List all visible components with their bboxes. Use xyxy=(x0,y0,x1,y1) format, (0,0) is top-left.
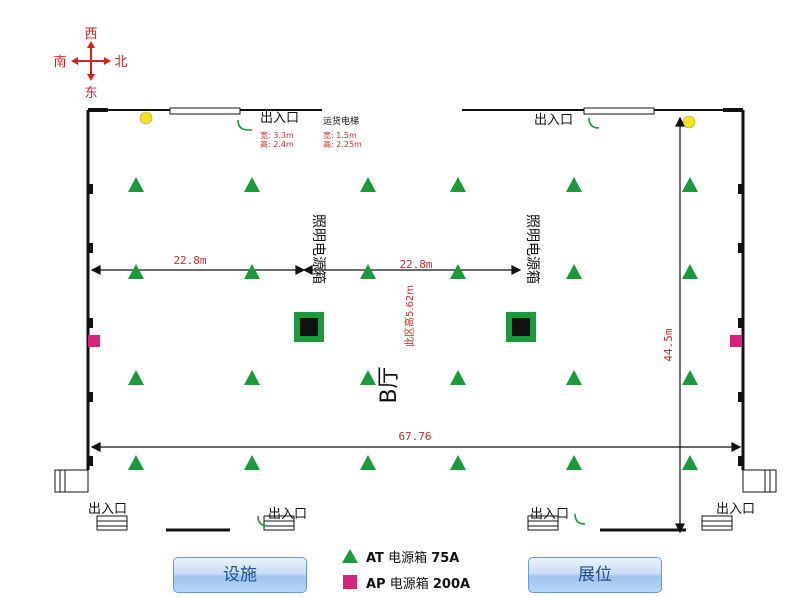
at-markers xyxy=(128,177,698,470)
at-marker xyxy=(566,264,582,279)
elevator-height-text: 高: 2.25m xyxy=(323,139,362,149)
at-marker xyxy=(360,177,376,192)
dimension-total-width: 67.76 xyxy=(398,430,431,443)
wall-columns xyxy=(88,108,743,466)
at-marker xyxy=(244,264,260,279)
at-marker xyxy=(566,370,582,385)
at-marker xyxy=(128,264,144,279)
entrance-label-top-left: 出入口 xyxy=(260,111,299,126)
ap-marker xyxy=(730,335,742,347)
compass: 西 南 北 东 xyxy=(53,27,127,101)
legend-ap-label: AP 电源箱 200A xyxy=(366,573,470,592)
at-marker xyxy=(128,370,144,385)
at-marker xyxy=(566,177,582,192)
entrance-label-top-right: 出入口 xyxy=(534,113,573,128)
door-icon xyxy=(237,117,600,527)
at-marker xyxy=(244,455,260,470)
compass-west: 西 xyxy=(84,27,97,42)
lighting-power-box xyxy=(506,312,536,342)
at-marker xyxy=(360,370,376,385)
entrance-label-bottom-3: 出入口 xyxy=(530,507,569,522)
elevator-width-text: 宽: 1.5m xyxy=(323,130,357,140)
ceiling-height-note: 此区高5.62m xyxy=(403,285,416,347)
lighting-box-label-left: 照明电源箱 xyxy=(310,214,326,284)
legend-at-label: AT 电源箱 75A xyxy=(366,547,459,566)
compass-south: 南 xyxy=(53,54,66,70)
compass-east: 东 xyxy=(84,86,97,101)
dimension-left-span: 22.8m xyxy=(173,254,206,267)
legend-at: AT 电源箱 75A xyxy=(342,545,459,567)
at-marker xyxy=(682,264,698,279)
at-marker xyxy=(450,455,466,470)
door-specs: 宽: 3.3m 高: 2.4m 运货电梯 宽: 1.5m 高: 2.25m xyxy=(260,115,362,149)
compass-north: 北 xyxy=(114,55,127,70)
entrance-label-bottom-1: 出入口 xyxy=(88,502,127,517)
at-marker xyxy=(682,370,698,385)
at-marker xyxy=(244,177,260,192)
lighting-box-label-right: 照明电源箱 xyxy=(524,214,540,284)
at-marker xyxy=(244,370,260,385)
hall-walls xyxy=(54,107,777,532)
at-marker xyxy=(682,455,698,470)
legend-at-name: 电源箱 xyxy=(388,550,428,566)
hall-label: B厅 xyxy=(377,366,402,403)
entrance-label-bottom-4: 出入口 xyxy=(716,502,755,517)
facilities-button[interactable]: 设施 xyxy=(173,557,307,593)
light-marker xyxy=(682,115,696,129)
entrance-label-bottom-2: 出入口 xyxy=(268,507,307,522)
entrance-height-text: 高: 2.4m xyxy=(260,139,294,149)
dimension-total-depth: 44.5m xyxy=(662,328,675,361)
lighting-power-box xyxy=(294,312,324,342)
at-marker xyxy=(450,264,466,279)
ap-legend-icon xyxy=(343,575,357,589)
at-marker xyxy=(360,455,376,470)
at-legend-icon xyxy=(342,549,358,563)
at-marker xyxy=(450,177,466,192)
at-marker xyxy=(566,455,582,470)
at-marker xyxy=(128,177,144,192)
legend-at-code: AT xyxy=(366,550,384,566)
booths-button[interactable]: 展位 xyxy=(528,557,662,593)
legend-ap-rating: 200A xyxy=(432,576,471,592)
dimension-middle-span: 22.8m xyxy=(399,258,432,271)
at-marker xyxy=(360,264,376,279)
legend-ap: AP 电源箱 200A xyxy=(342,571,470,593)
light-marker xyxy=(139,111,153,125)
at-marker xyxy=(682,177,698,192)
at-marker xyxy=(450,370,466,385)
entrance-width-text: 宽: 3.3m xyxy=(260,130,294,140)
dimension-lines xyxy=(90,116,742,534)
elevator-title-text: 运货电梯 xyxy=(323,115,359,127)
legend-at-rating: 75A xyxy=(431,550,460,566)
legend-ap-code: AP xyxy=(366,576,386,592)
ap-marker xyxy=(88,335,100,347)
legend-ap-name: 电源箱 xyxy=(389,576,429,592)
at-marker xyxy=(128,455,144,470)
